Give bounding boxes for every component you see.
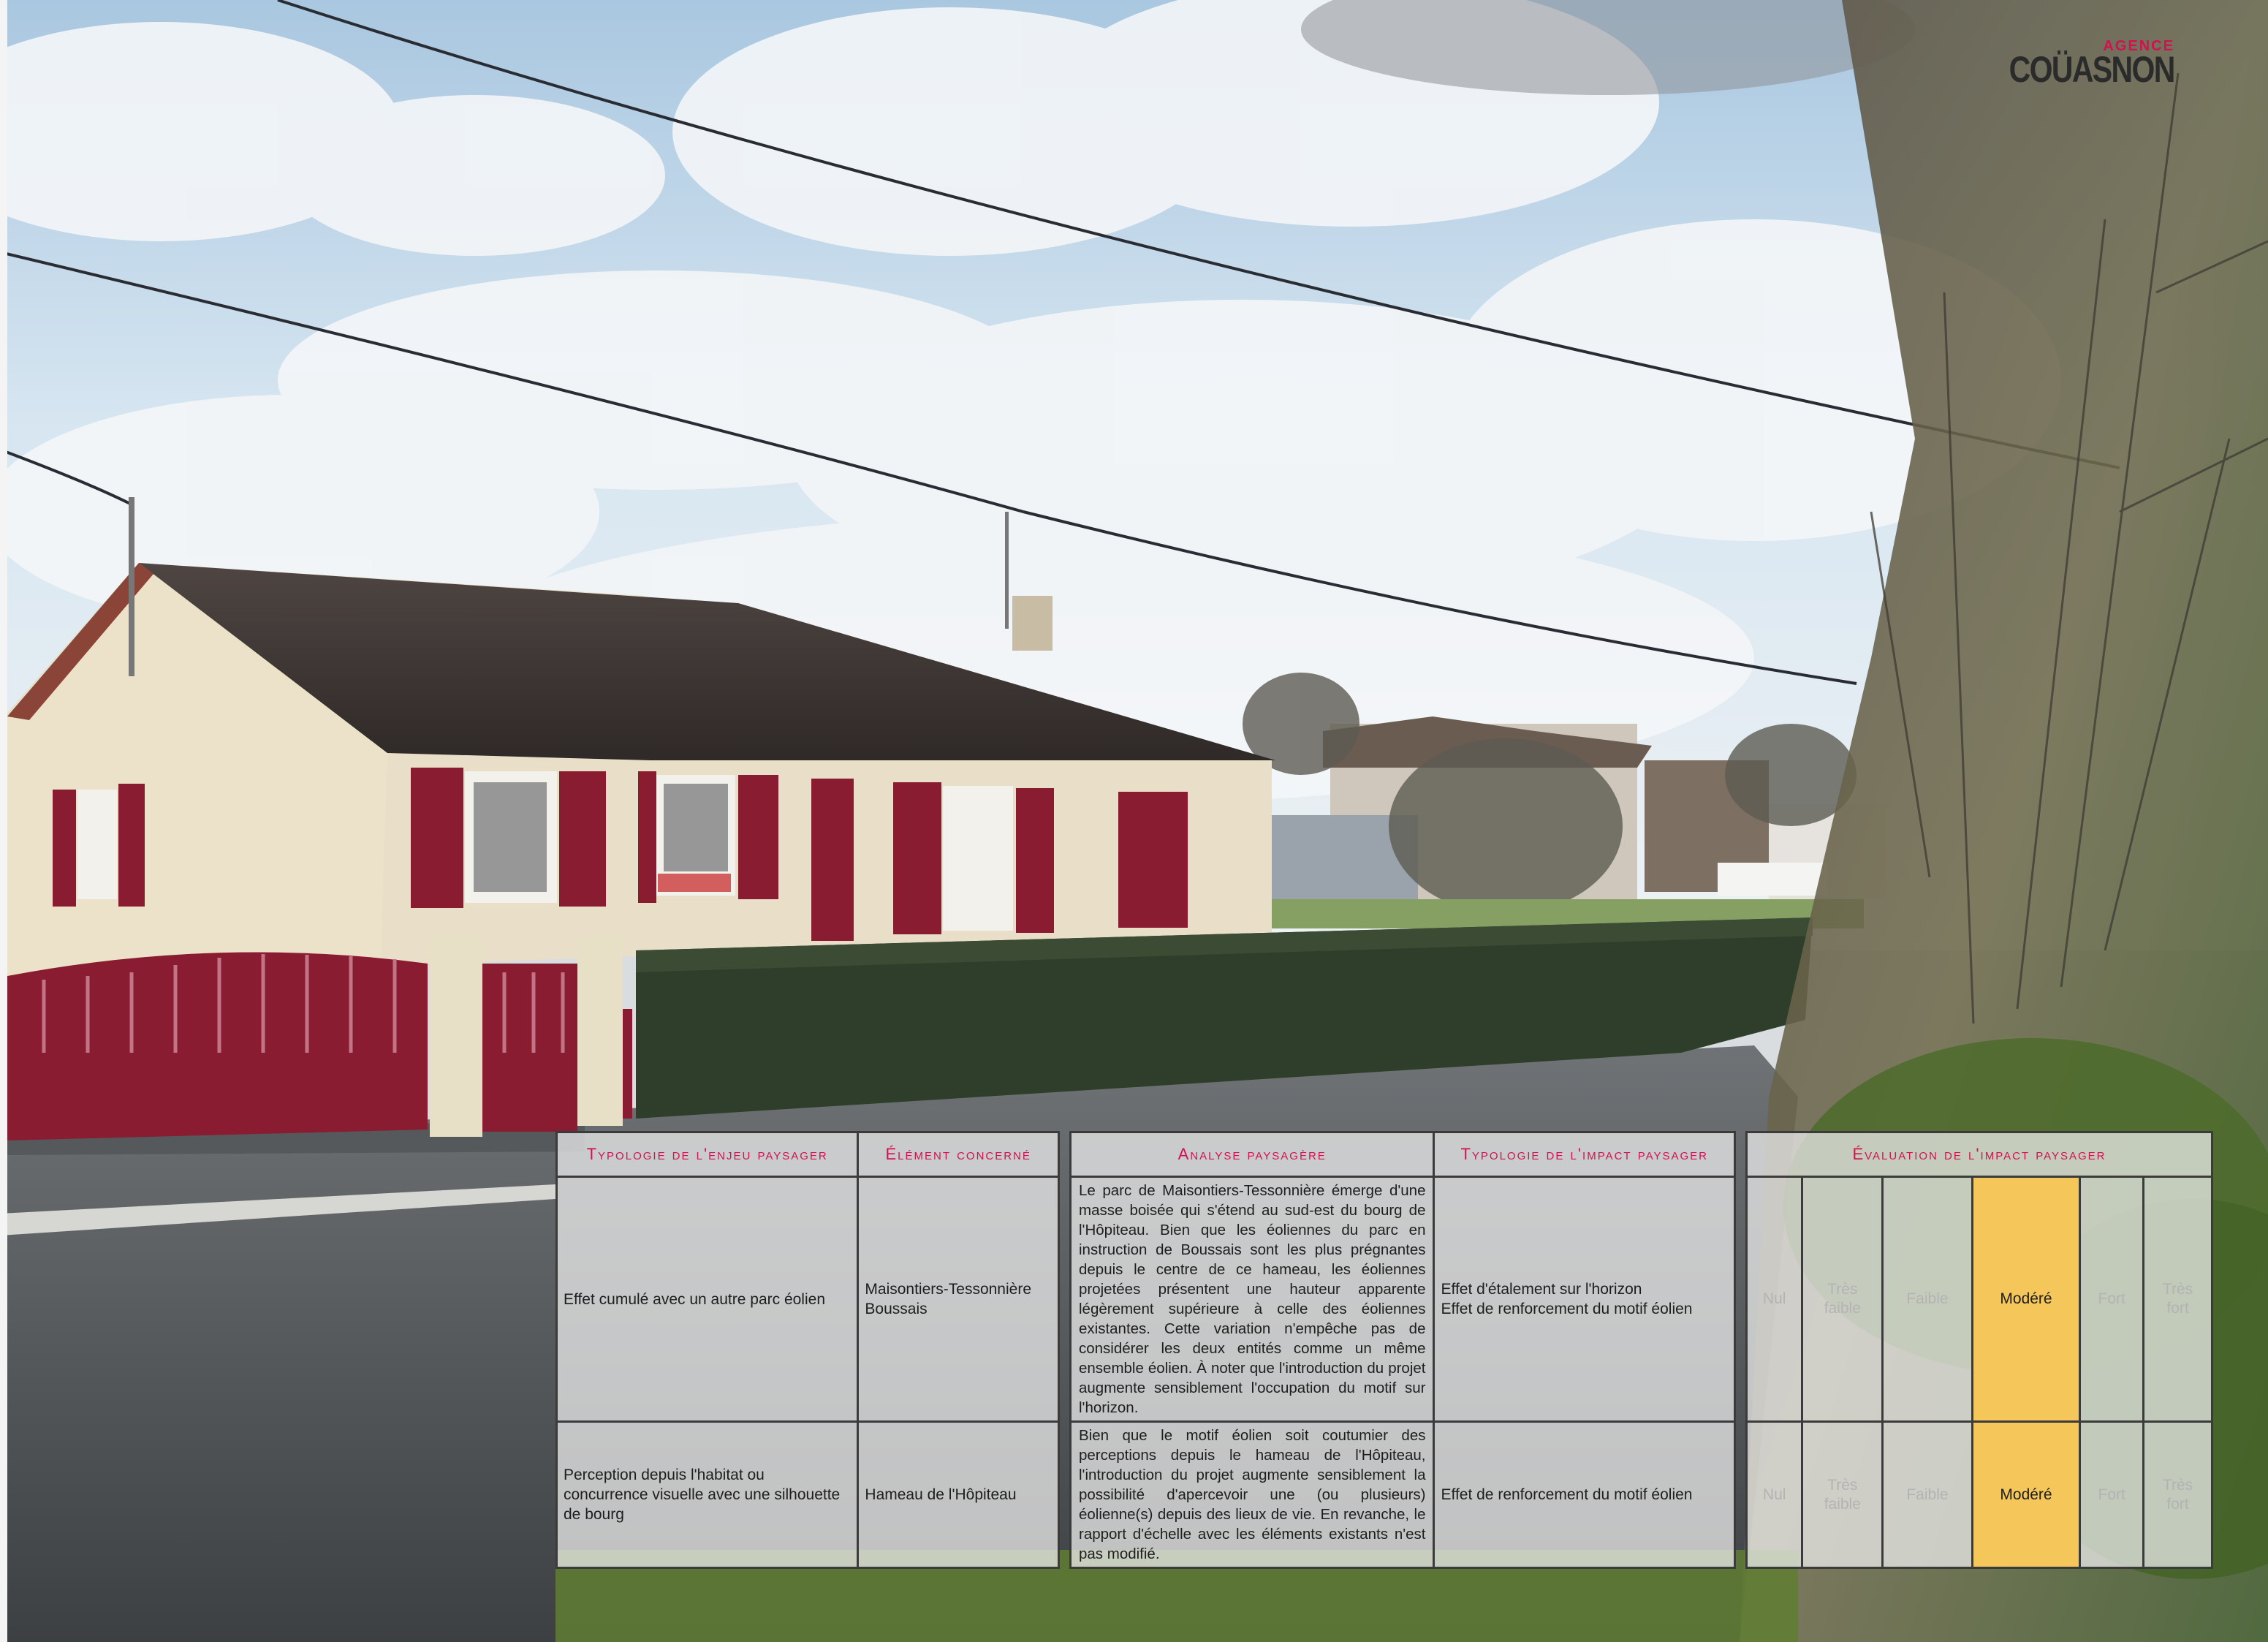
impact-cell: Effet de renforcement du motif éolien (1433, 1420, 1736, 1569)
table-row: Le parc de Maisontiers-Tessonnière émerg… (1069, 1176, 1736, 1423)
level-modere: Modéré (1971, 1420, 2082, 1569)
impact-line: Effet de renforcement du motif éolien (1441, 1301, 1693, 1317)
impact-line: Effet de renforcement du motif éolien (1441, 1486, 1693, 1503)
evaluation-table: Évaluation de l'impact paysager Nul Très… (1745, 1131, 2213, 1569)
level-faible: Faible (1881, 1176, 1973, 1423)
level-modere: Modéré (1971, 1176, 2082, 1423)
table-row: Perception depuis l'habitat ou concurren… (555, 1420, 1060, 1569)
analyse-table: Analyse paysagère Typologie de l'impact … (1069, 1131, 1736, 1569)
header-analyse-paysagere: Analyse paysagère (1069, 1131, 1435, 1178)
header-typologie-enjeu: Typologie de l'enjeu paysager (555, 1131, 860, 1178)
table-row: Bien que le motif éolien soit coutumier … (1069, 1420, 1736, 1569)
header-typologie-impact: Typologie de l'impact paysager (1433, 1131, 1736, 1178)
level-nul: Nul (1745, 1176, 1804, 1423)
impact-line: Effet d'étalement sur l'horizon (1441, 1281, 1642, 1298)
element-cell: Hameau de l'Hôpiteau (857, 1420, 1060, 1569)
element-cell: Maisontiers-Tessonnière Boussais (857, 1176, 1060, 1423)
analyse-cell: Le parc de Maisontiers-Tessonnière émerg… (1069, 1176, 1435, 1423)
level-faible: Faible (1881, 1420, 1973, 1569)
header-evaluation-impact: Évaluation de l'impact paysager (1745, 1131, 2213, 1178)
logo-name: COÜASNON (2009, 49, 2176, 90)
enjeu-cell: Effet cumulé avec un autre parc éolien (555, 1176, 860, 1423)
agency-logo: AGENCE COÜASNON (1973, 38, 2176, 91)
level-fort: Fort (2079, 1176, 2145, 1423)
enjeu-cell: Perception depuis l'habitat ou concurren… (555, 1420, 860, 1569)
level-fort: Fort (2079, 1420, 2145, 1569)
enjeu-table: Typologie de l'enjeu paysager Élément co… (555, 1131, 1060, 1569)
impact-cell: Effet d'étalement sur l'horizon Effet de… (1433, 1176, 1736, 1423)
analyse-cell: Bien que le motif éolien soit coutumier … (1069, 1420, 1435, 1569)
table-row: Effet cumulé avec un autre parc éolien M… (555, 1176, 1060, 1423)
logo-agency-label: AGENCE (2103, 38, 2174, 54)
level-nul: Nul (1745, 1420, 1804, 1569)
header-element-concerne: Élément concerné (857, 1131, 1060, 1178)
